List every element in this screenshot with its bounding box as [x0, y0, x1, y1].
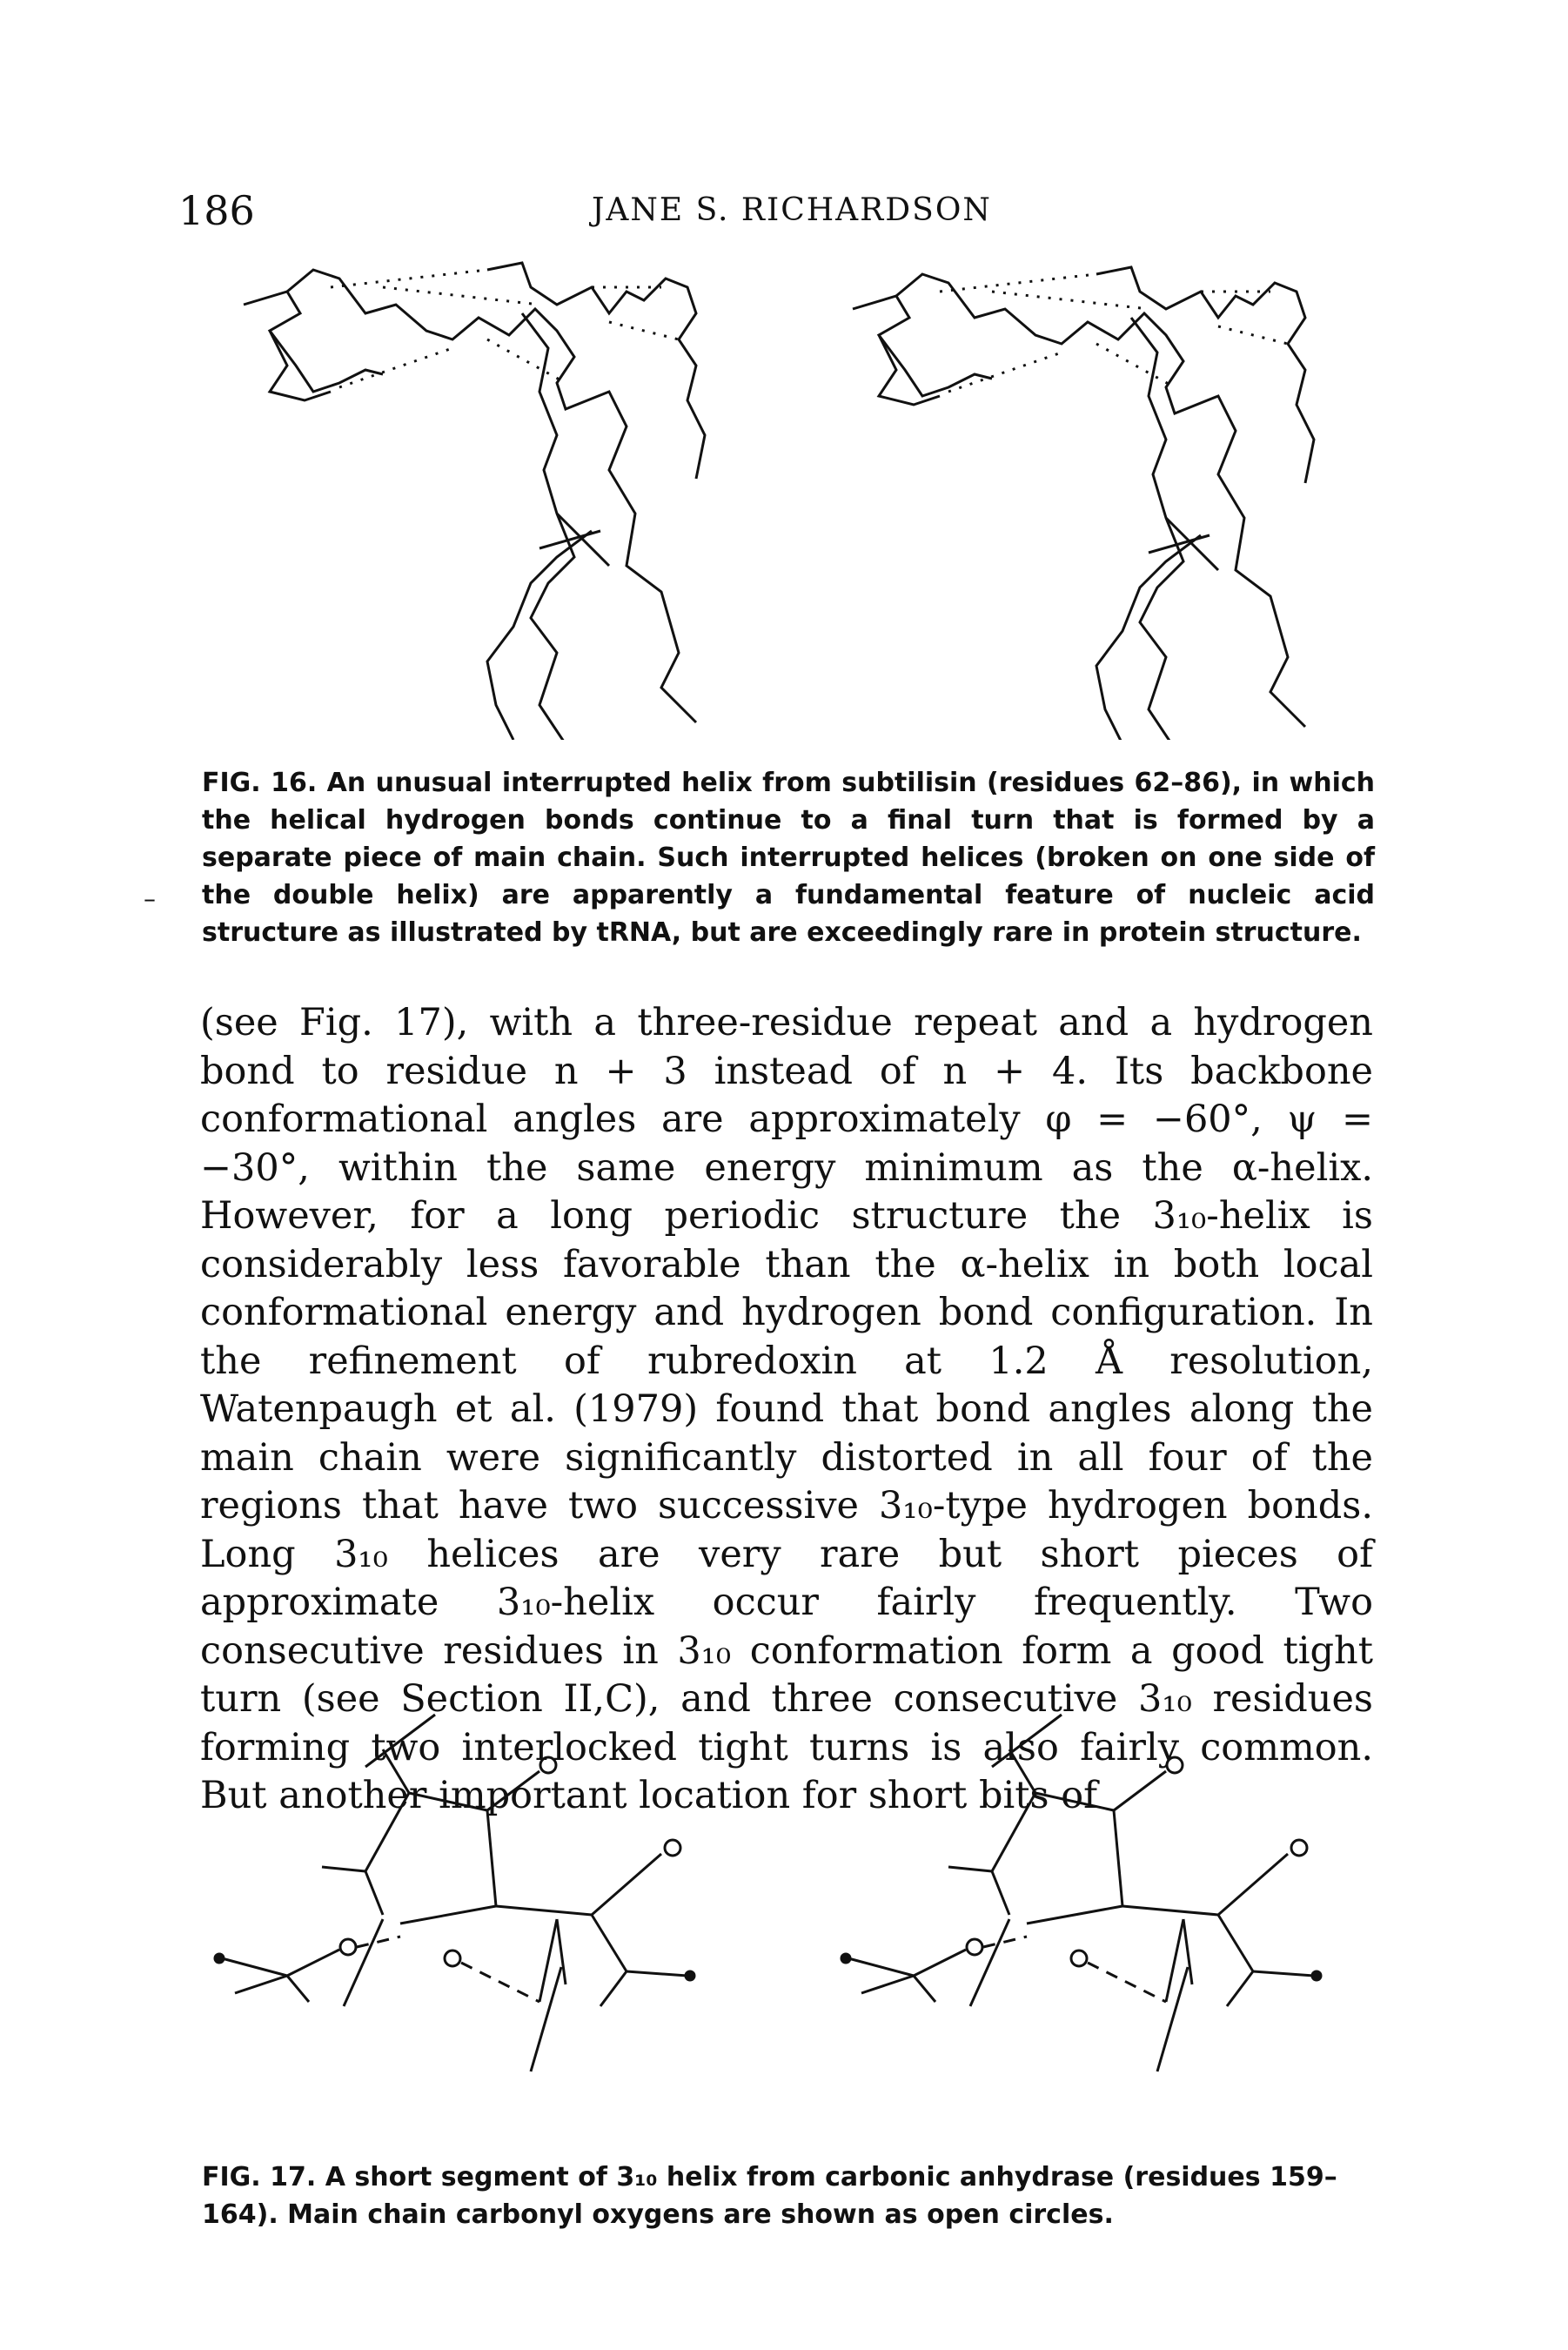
fig17-caption-text: A short segment of 3₁₀ helix from carbon…	[202, 2162, 1337, 2230]
page-header: 186 JANE S. RICHARDSON	[0, 187, 1568, 239]
body-text: (see Fig. 17), with a three-residue repe…	[200, 999, 1373, 1821]
fig16-caption-text: An unusual interrupted helix from subtil…	[202, 768, 1376, 948]
fig16-stereo-figure	[243, 261, 1316, 740]
margin-dash: –	[144, 884, 156, 913]
fig17-caption: FIG. 17. A short segment of 3₁₀ helix fr…	[202, 2159, 1377, 2233]
body-paragraph: (see Fig. 17), with a three-residue repe…	[200, 1001, 1373, 1817]
fig17-left-trace	[213, 1713, 696, 2072]
fig16-caption: FIG. 16. An unusual interrupted helix fr…	[202, 764, 1375, 951]
fig16-label: FIG. 16.	[202, 768, 318, 798]
fig17-stereo-figure	[213, 1713, 1323, 2072]
fig17-right-trace	[840, 1713, 1323, 2072]
fig16-left-hbonds	[330, 268, 680, 389]
fig16-right-hbonds	[939, 272, 1289, 393]
fig16-left-trace	[243, 261, 707, 740]
fig17-label: FIG. 17.	[202, 2162, 317, 2192]
page-number: 186	[178, 187, 255, 234]
fig16-right-trace	[852, 265, 1316, 740]
running-head: JANE S. RICHARDSON	[592, 192, 992, 228]
